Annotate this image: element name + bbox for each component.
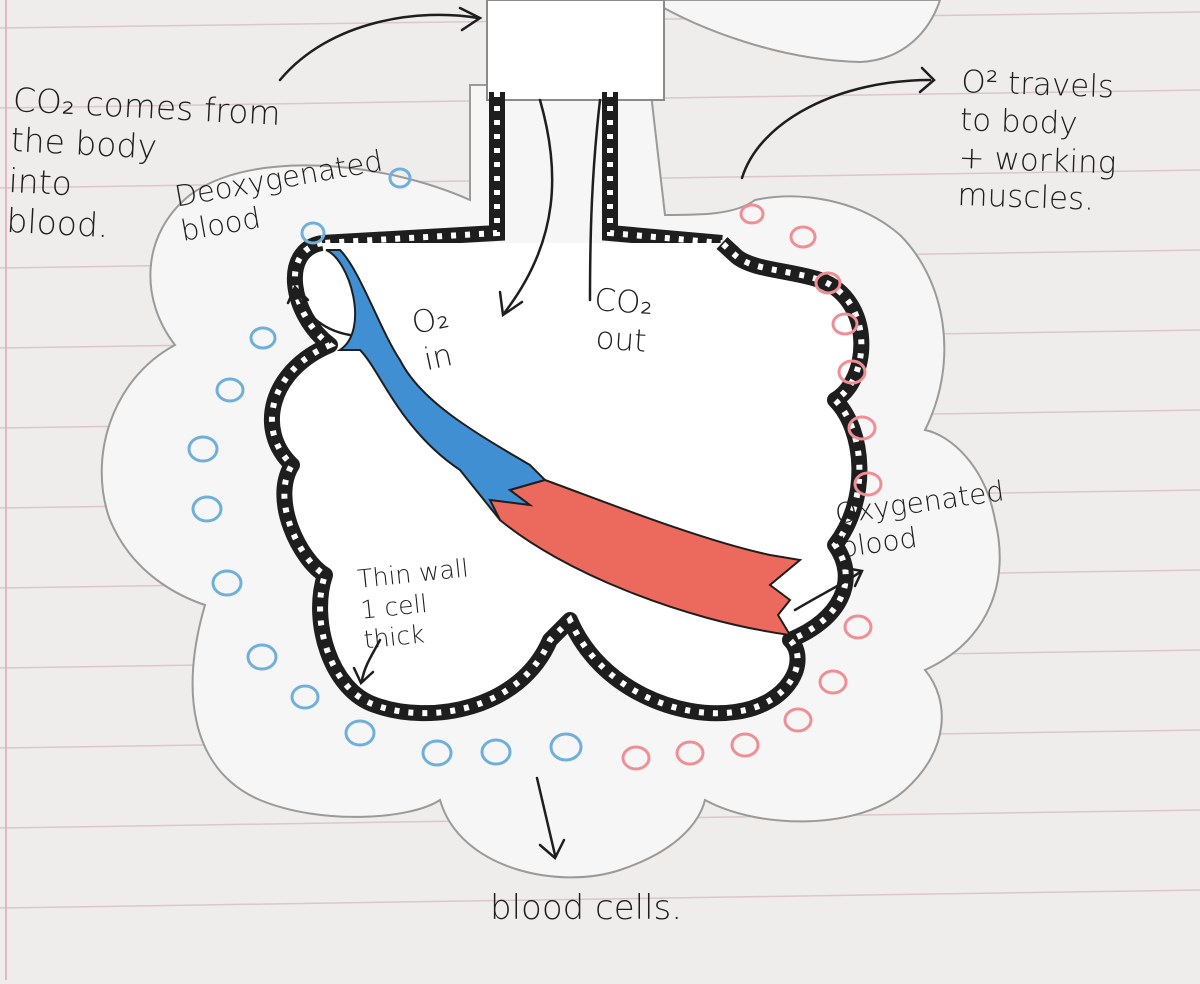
o2-travels-label: O² travels to body + working muscles. — [956, 64, 1117, 219]
arrow-oxygenated — [793, 570, 862, 612]
arrowhead-o2-in — [498, 290, 524, 318]
red-blood-cells — [621, 203, 883, 771]
arrow-thin-wall — [360, 638, 382, 682]
arrowhead-top-right — [918, 66, 936, 94]
co2-out-label: CO₂ out — [593, 282, 655, 360]
arrow-co2-out — [588, 98, 602, 302]
arrow-deoxygenated — [294, 288, 352, 337]
arrow-o2-in — [503, 98, 554, 314]
thin-wall-label: Thin wall 1 cell thick — [356, 553, 470, 655]
blood-cells-label: blood cells. — [490, 888, 683, 928]
arrowhead-blood-cells — [538, 838, 566, 860]
blue-blood-cells — [187, 167, 583, 767]
arrow-top-left — [278, 13, 480, 82]
annotation-arrows — [278, 6, 936, 860]
airway-walls — [321, 92, 723, 251]
arrowhead-deoxygenated — [286, 284, 310, 305]
arrow-blood-cells — [535, 776, 557, 857]
capillary-oxygenated — [488, 478, 803, 637]
top-cutout-shape — [648, 0, 942, 64]
folded-paper-tab — [486, 0, 665, 101]
arrow-top-right — [740, 78, 932, 180]
arrowhead-thin-wall — [352, 666, 375, 686]
arrowhead-top-left — [458, 6, 483, 32]
arrowhead-oxygenated — [843, 566, 864, 588]
